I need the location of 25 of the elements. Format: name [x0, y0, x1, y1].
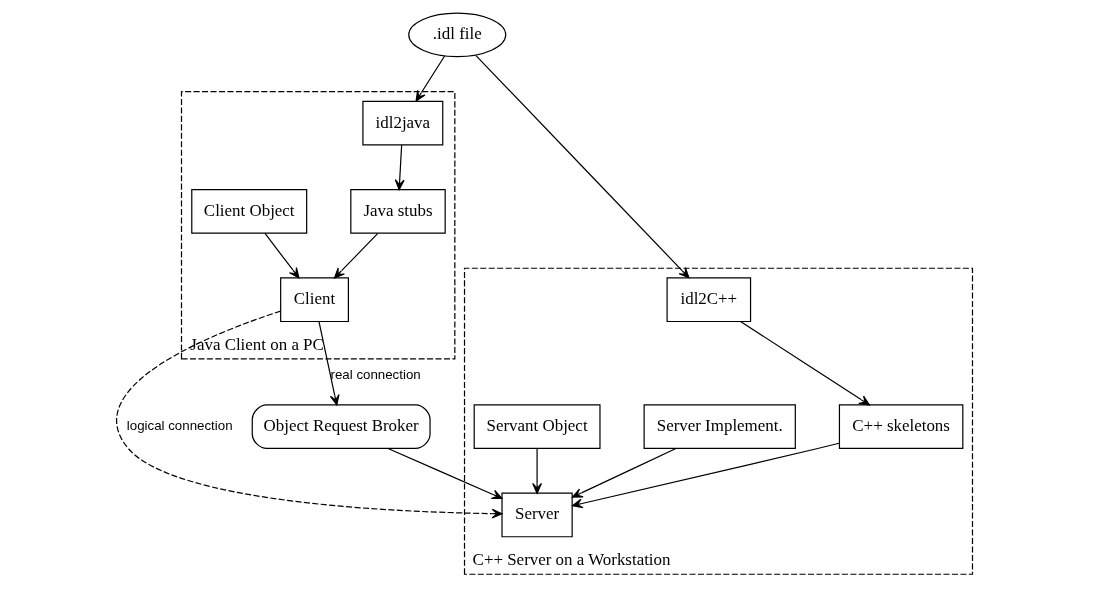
node-box: Server Implement.	[643, 404, 796, 450]
edge-label: logical connection	[126, 418, 233, 434]
node-box: idl2java	[362, 100, 444, 146]
edge-label: real connection	[330, 367, 421, 383]
arrow	[394, 144, 405, 191]
node-box: Object Request Broker	[251, 404, 431, 450]
node-box: Client	[280, 277, 349, 323]
node-box: Client Object	[191, 189, 308, 234]
arrow	[333, 232, 379, 279]
node-ellipse: .idl file	[408, 12, 507, 58]
arrow	[264, 232, 300, 279]
arrow	[532, 448, 543, 494]
node-box: C++ skeletons	[838, 404, 964, 450]
arrow	[475, 54, 690, 279]
arrow	[571, 442, 840, 509]
arrow	[318, 320, 340, 406]
node-box: Servant Object	[473, 404, 601, 450]
arrow	[571, 447, 677, 498]
node-box: idl2C++	[666, 277, 752, 323]
arrow	[387, 447, 503, 500]
arrow	[116, 310, 503, 519]
arrow	[415, 55, 446, 102]
node-box: Java stubs	[350, 189, 446, 234]
node-box: Server	[501, 492, 573, 538]
arrow	[739, 320, 870, 406]
